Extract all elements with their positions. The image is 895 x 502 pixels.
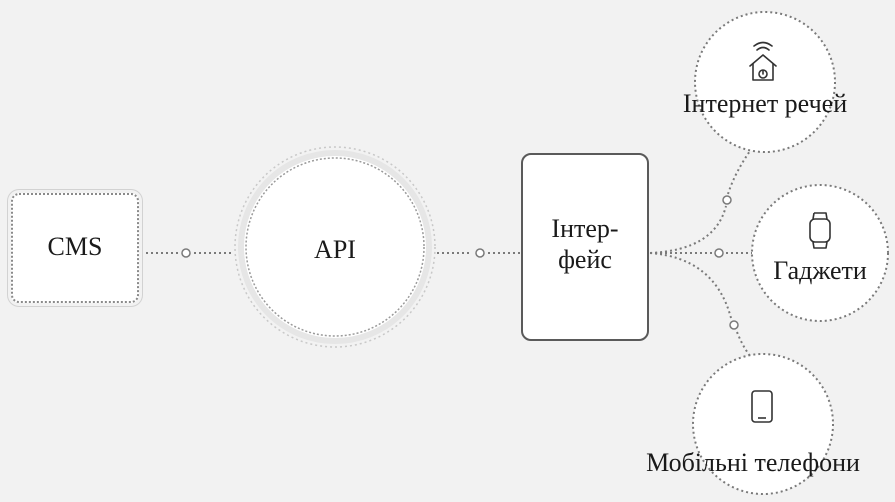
gadgets-label: Гаджети — [773, 256, 867, 285]
cms-label: CMS — [47, 232, 103, 261]
connector-api-interface — [437, 248, 520, 258]
api-node — [234, 146, 436, 348]
smartwatch-icon — [809, 212, 831, 249]
cms-node — [11, 193, 139, 303]
connector-interface-gadgets — [650, 248, 752, 258]
connector-interface-mobile — [649, 252, 751, 357]
interface-label-line2: фейс — [558, 245, 612, 274]
mobile-node — [692, 353, 834, 495]
smartphone-icon — [751, 390, 773, 423]
mobile-label: Мобільні телефони — [646, 448, 860, 477]
iot-label: Інтернет речей — [682, 89, 848, 118]
connector-interface-iot — [649, 147, 753, 254]
interface-label-line1: Інтер- — [551, 214, 619, 243]
gadgets-node — [751, 184, 889, 322]
interface-node — [521, 153, 649, 341]
smart-home-icon — [749, 41, 777, 81]
connector-cms-api — [141, 248, 232, 258]
api-label: API — [314, 235, 356, 264]
iot-node — [694, 11, 836, 153]
